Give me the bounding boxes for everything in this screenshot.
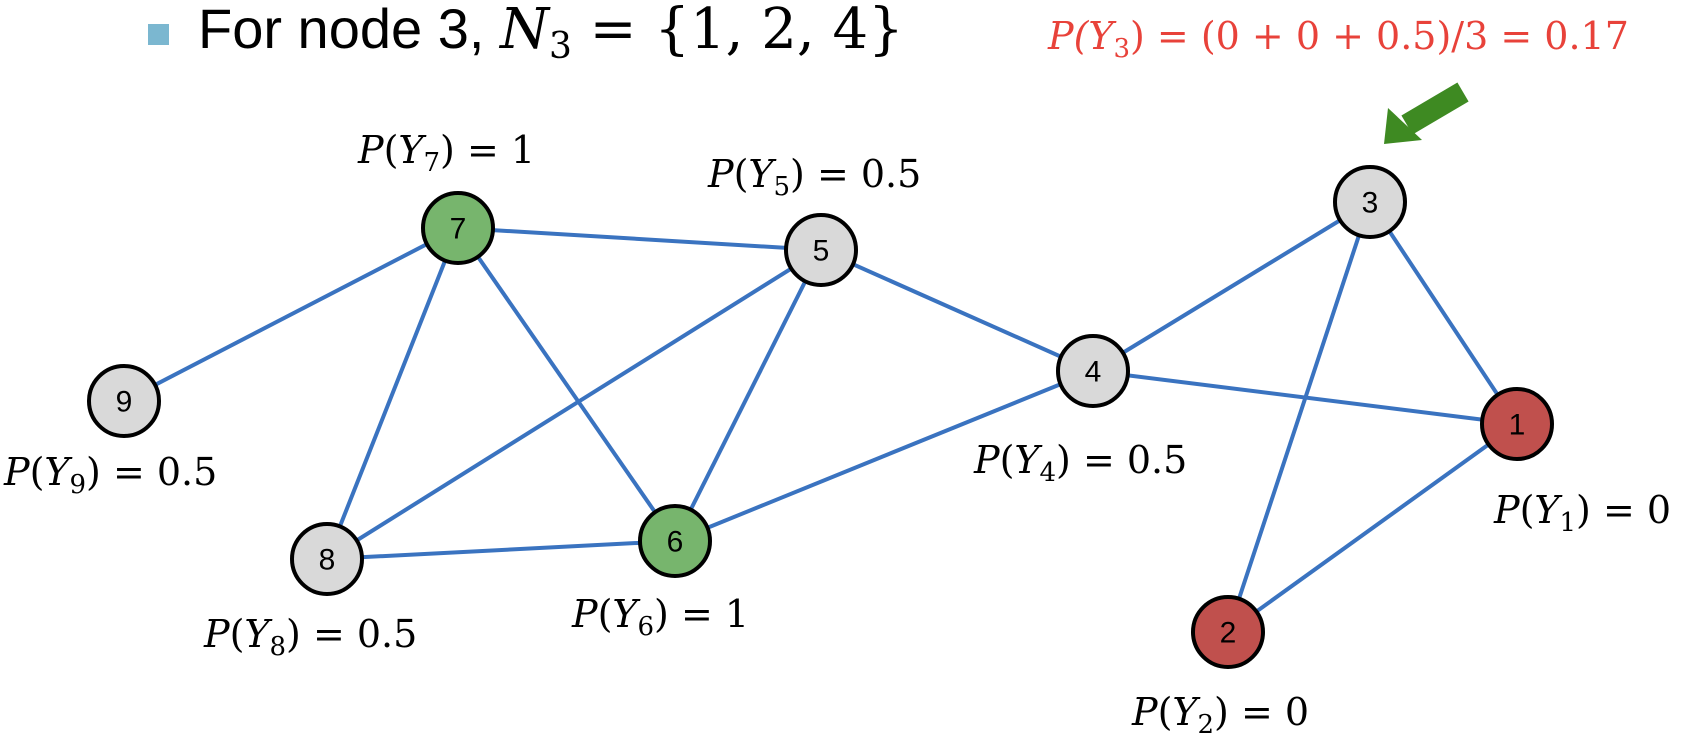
prob-label-node-2: P(Y2) = 0 [1132, 690, 1310, 740]
prob-label-node-7: P(Y7) = 1 [358, 128, 536, 178]
node-3-circle [1333, 165, 1407, 239]
edge-3-2 [1226, 201, 1372, 633]
node-1-label: 1 [1509, 409, 1526, 442]
node-2-label: 2 [1220, 617, 1237, 650]
prob-label-node-4: P(Y4) = 0.5 [974, 438, 1188, 488]
node-1-circle [1480, 387, 1554, 461]
edge-1-2 [1226, 422, 1519, 634]
prob-label-node-6: P(Y6) = 1 [572, 592, 750, 642]
edge-7-6 [456, 226, 677, 543]
node-7: 7 [421, 191, 495, 265]
node-3-probability-annotation: P(Y3) = (0 + 0 + 0.5)/3 = 0.17 [1048, 14, 1629, 64]
node-5: 5 [784, 213, 858, 287]
edge-5-8 [325, 248, 823, 561]
prob-label-node-1: P(Y1) = 0 [1494, 488, 1672, 538]
edge-8-6 [326, 539, 676, 561]
edge-5-4 [820, 248, 1094, 373]
node-5-label: 5 [813, 235, 830, 268]
heading-set-subscript: 3 [548, 26, 572, 67]
edge-6-4 [674, 369, 1094, 543]
node-9-label: 9 [116, 386, 133, 419]
edge-7-9 [123, 226, 459, 403]
prob-label-node-8: P(Y8) = 0.5 [204, 612, 418, 662]
heading-set-value: = {1, 2, 4} [571, 0, 904, 62]
bullet-square-icon [148, 24, 169, 45]
prob-label-node-9: P(Y9) = 0.5 [4, 450, 218, 500]
node-6: 6 [638, 504, 712, 578]
node-3-label: 3 [1362, 187, 1379, 220]
node-4-label: 4 [1085, 356, 1102, 389]
node-5-circle [784, 213, 858, 287]
prob-label-node-5: P(Y5) = 0.5 [708, 152, 922, 202]
annotation-prob-subscript: 3 [1113, 34, 1131, 64]
node-2-circle [1191, 595, 1265, 669]
node-7-label: 7 [450, 213, 467, 246]
annotation-calculation: ) = (0 + 0 + 0.5)/3 = 0.17 [1130, 14, 1629, 58]
node-7-circle [421, 191, 495, 265]
nodes-layer: 1 2 3 4 5 6 7 8 9 [87, 165, 1554, 669]
annotation-prob-label: P(Y [1048, 14, 1114, 58]
edge-7-5 [457, 226, 822, 252]
node-3: 3 [1333, 165, 1407, 239]
node-8: 8 [290, 522, 364, 596]
node-6-circle [638, 504, 712, 578]
heading-prefix: For node 3, [198, 0, 500, 60]
node-8-label: 8 [319, 544, 336, 577]
heading-set-expression: N3 = {1, 2, 4} [499, 0, 904, 67]
node-1: 1 [1480, 387, 1554, 461]
node-2: 2 [1191, 595, 1265, 669]
node-6-label: 6 [667, 526, 684, 559]
edge-5-6 [673, 249, 823, 542]
pointer-arrow-icon [1384, 82, 1469, 144]
node-8-circle [290, 522, 364, 596]
node-9: 9 [87, 364, 161, 438]
edge-7-8 [325, 227, 460, 560]
edge-3-1 [1368, 200, 1519, 426]
node-4-circle [1056, 334, 1130, 408]
node-9-circle [87, 364, 161, 438]
edge-4-3 [1091, 200, 1372, 373]
bullet-heading: For node 3, N3 = {1, 2, 4} [198, 0, 904, 67]
node-4: 4 [1056, 334, 1130, 408]
heading-set-symbol: N [499, 0, 549, 62]
edges-layer [123, 200, 1519, 634]
